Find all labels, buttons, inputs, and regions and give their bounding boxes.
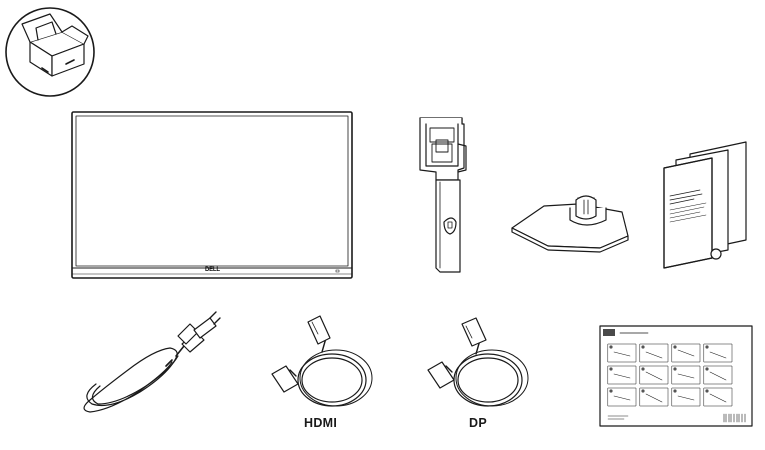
safety-documents-illustration — [663, 141, 747, 269]
monitor-illustration — [71, 111, 353, 279]
stand-base-illustration — [511, 195, 629, 253]
dp-cable-label: DP — [469, 416, 487, 430]
hdmi-cable-label: HDMI — [304, 416, 338, 430]
dp-cable-illustration — [427, 317, 529, 407]
unpacking-box-icon — [5, 7, 95, 97]
quick-setup-guide-illustration — [599, 325, 753, 427]
monitor-logo: DELL — [205, 267, 220, 273]
stand-riser-illustration — [419, 117, 467, 273]
power-cable-illustration — [83, 311, 221, 413]
hdmi-cable-illustration — [271, 315, 373, 407]
